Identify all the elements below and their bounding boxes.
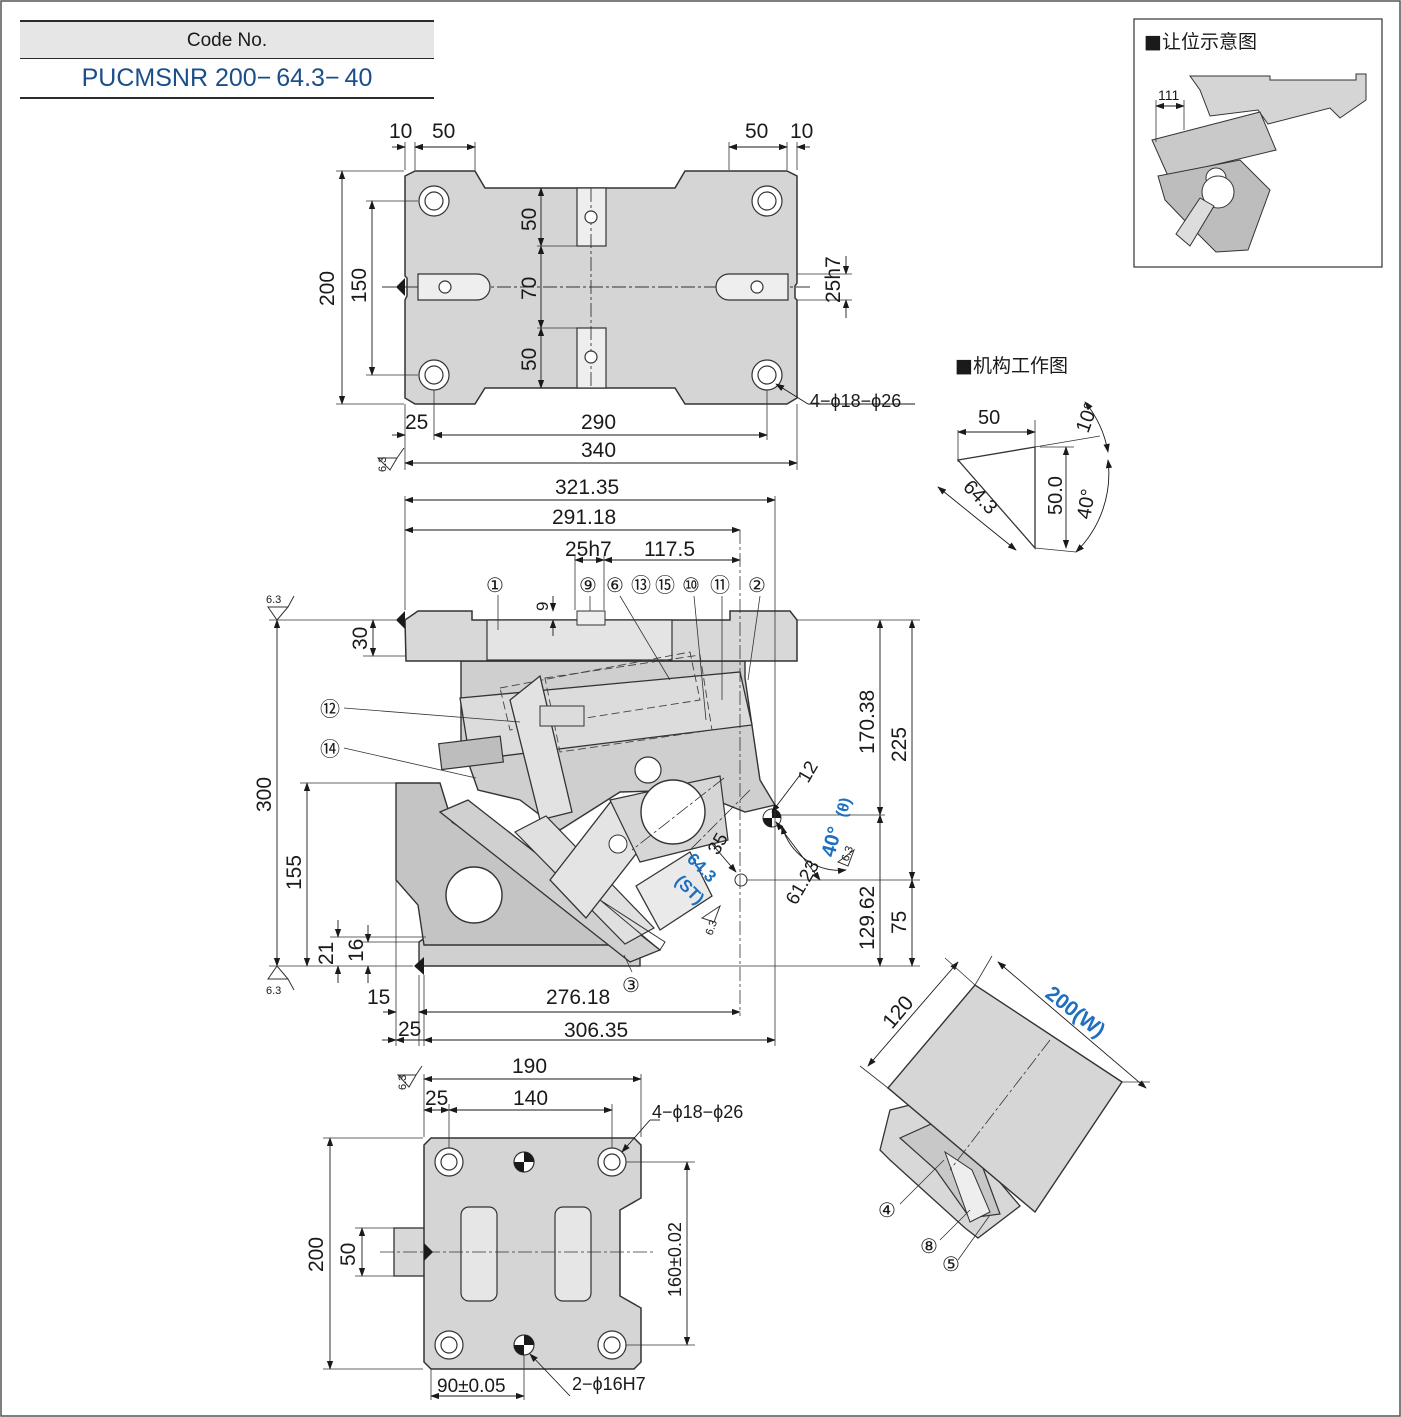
side-dim-21: 21 [315,942,338,965]
mech-dim-50: 50 [978,407,1000,429]
side-dim-321: 321.35 [555,476,619,499]
top-dim-25h7: 25h7 [822,256,845,303]
top-dim-25: 25 [405,411,428,434]
side-dim-306: 306.35 [564,1019,628,1042]
side-dim-129: 129.62 [856,886,879,950]
bottom-dim-190: 190 [512,1055,547,1078]
clearance-title: ■让位示意图 [1144,31,1257,53]
balloon-1: ① [486,575,504,597]
top-dim-200: 200 [316,271,339,306]
side-roughness-pivot: 6.3 [840,845,857,863]
side-dim-15: 15 [367,986,390,1009]
top-hole-callout: 4−ϕ18−ϕ26 [810,391,901,411]
top-plate [404,170,798,405]
code-number-box: Code No. PUCMSNR 200− 64.3− 40 [20,20,434,99]
side-view: 321.35 291.18 25h7 117.5 9 30 300 155 21… [253,476,920,1046]
top-dim-340: 340 [581,439,616,462]
mechanism-diagram: ■机构工作图 50 64.3 50.0 10° 40° [937,355,1113,553]
balloon-5: ⑤ [942,1254,960,1276]
mech-angle-10: 10° [1072,400,1103,436]
side-dim-9: 9 [533,602,552,611]
balloon-15: ⑮ [655,574,675,597]
balloon-6: ⑥ [606,575,624,597]
top-dim-290: 290 [581,411,616,434]
side-angle-theta: (θ) [833,796,854,819]
top-view: 10 50 50 10 200 150 50 70 50 25h7 25 290… [316,120,915,472]
top-dim-50-upper: 50 [518,208,541,231]
bottom-hole-callout: 4−ϕ18−ϕ26 [652,1102,743,1122]
side-dim-25h7: 25h7 [565,538,612,561]
mech-dim-50-0: 50.0 [1045,476,1067,515]
bottom-pin-callout: 2−ϕ16H7 [572,1374,646,1394]
top-dim-50-lower: 50 [518,348,541,371]
side-dim-61: 61.23 [782,857,824,909]
balloon-10: ⑩ [682,575,700,597]
side-dim-300: 300 [253,777,276,812]
bottom-dim-140: 140 [513,1087,548,1110]
bottom-view: 190 25 140 200 50 160±0.02 90±0.05 4−ϕ18… [305,1055,743,1400]
side-dim-16: 16 [345,939,368,962]
iso-dim-200w: 200(W) [1041,982,1109,1043]
top-roughness: 6.3 [377,457,389,472]
balloon-12: ⑫ [320,698,340,721]
side-dim-276: 276.18 [546,986,610,1009]
bottom-dim-200: 200 [305,1237,328,1272]
balloon-8: ⑧ [920,1236,938,1258]
side-roughness-bottom: 6.3 [266,985,281,997]
bottom-dim-50: 50 [337,1243,360,1266]
iso-dim-120: 120 [878,992,918,1034]
side-dim-75: 75 [888,911,911,934]
side-dim-30: 30 [349,627,372,650]
top-dim-50-left: 50 [432,120,455,143]
clearance-dim: 111 [1158,87,1179,103]
bottom-dim-160: 160±0.02 [665,1222,685,1297]
top-dim-50-right: 50 [745,120,768,143]
side-dim-291: 291.18 [552,506,616,529]
side-dim-117: 117.5 [644,538,695,561]
balloon-13: ⑬ [631,574,651,597]
top-dim-150: 150 [348,268,371,303]
iso-view: 120 200(W) ④ ⑧ ⑤ [859,955,1150,1276]
balloon-11: ⑪ [710,574,730,597]
side-dim-155: 155 [283,855,306,890]
side-dim-12: 12 [794,758,823,787]
bottom-roughness: 6.3 [397,1075,409,1090]
balloon-2: ② [748,575,766,597]
side-roughness-top: 6.3 [266,594,281,606]
side-dim-170: 170.38 [856,690,879,754]
mech-angle-40: 40° [1073,487,1100,521]
bottom-dim-90: 90±0.05 [437,1376,506,1397]
top-dim-70: 70 [518,277,541,300]
top-dim-10-left: 10 [389,120,412,143]
bottom-dim-25: 25 [425,1087,448,1110]
top-dim-10-right: 10 [790,120,813,143]
side-roughness-punch: 6.3 [704,919,721,937]
code-value: PUCMSNR 200− 64.3− 40 [20,58,434,99]
balloon-3: ③ [622,975,640,997]
balloon-14: ⑭ [320,738,340,761]
mechanism-title: ■机构工作图 [955,355,1068,377]
balloon-9: ⑨ [579,575,597,597]
side-dim-25: 25 [398,1018,421,1041]
balloon-4: ④ [878,1200,896,1222]
code-label: Code No. [20,20,434,58]
clearance-inset: ■让位示意图 111 [1133,18,1383,268]
side-dim-225: 225 [888,727,911,762]
